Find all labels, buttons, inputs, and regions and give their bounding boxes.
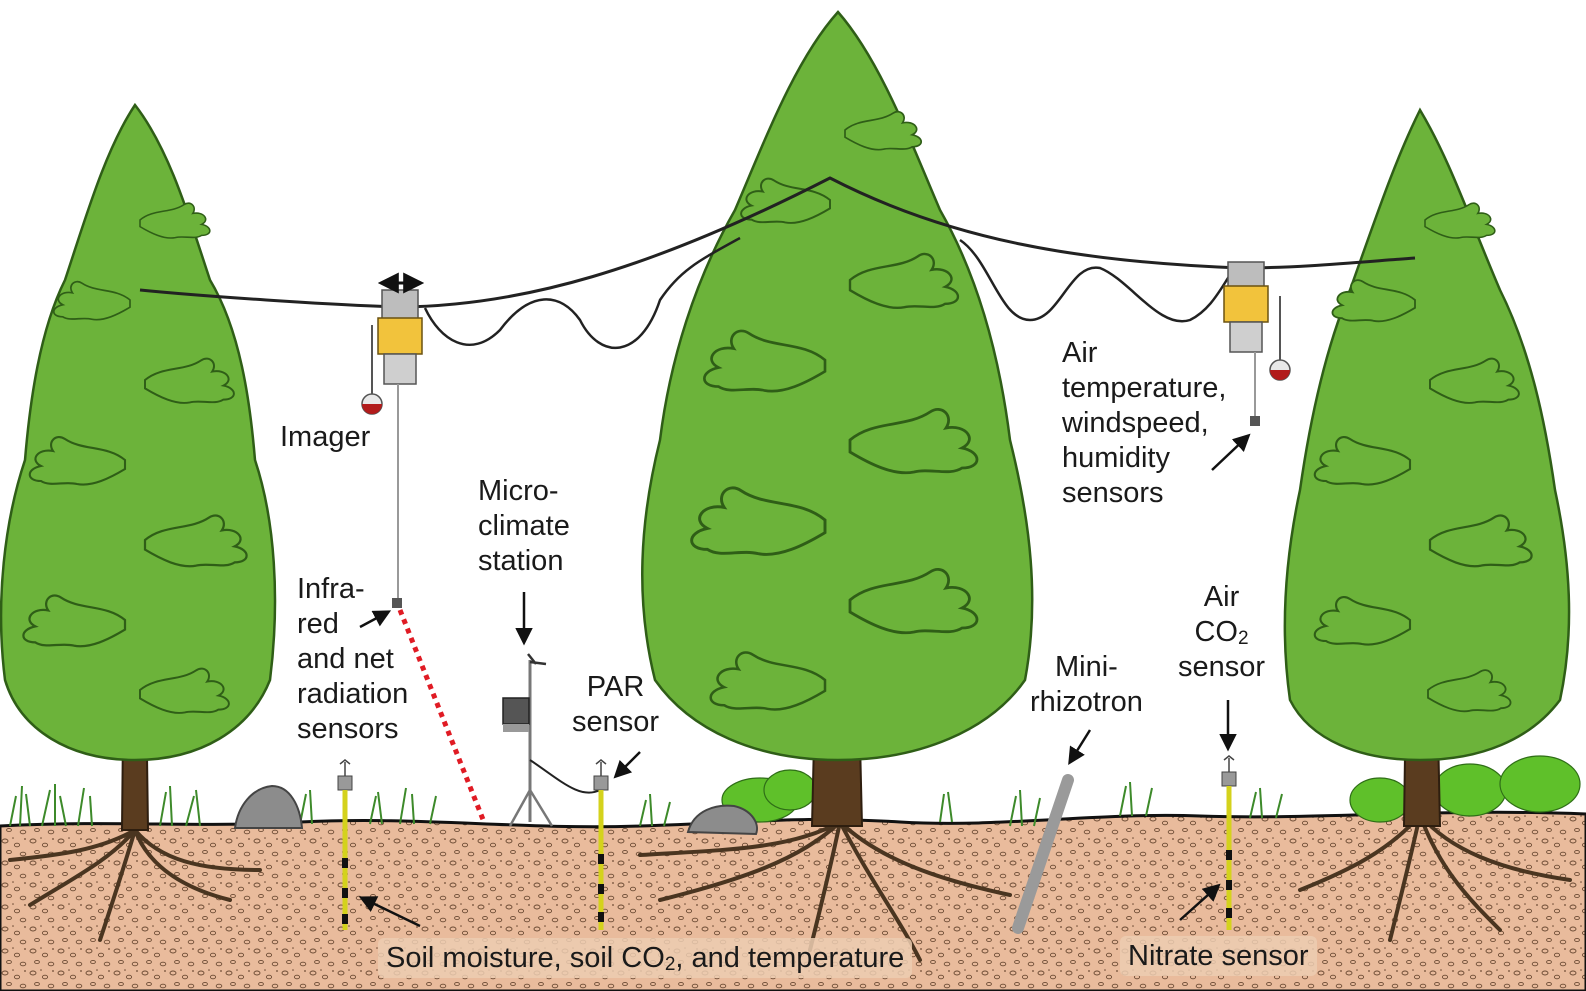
tree-icon	[1283, 107, 1571, 827]
nitrate-sensor-label: Nitrate sensor	[1120, 936, 1317, 976]
minirhizotron-label: Mini- rhizotron	[1030, 651, 1143, 718]
sensor-pole-icon	[337, 759, 353, 930]
air-co2-sensor-label: Air CO2 sensor	[1178, 581, 1266, 683]
laser-beam	[397, 609, 487, 823]
rock-icon	[233, 784, 304, 829]
rock-icon	[686, 804, 758, 836]
cable-icon	[959, 238, 1232, 323]
ground-vegetation	[9, 781, 1283, 827]
imager-label: Imager	[280, 421, 371, 453]
minirhizotron-tube	[1012, 774, 1074, 934]
soil-sensors-label: Soil moisture, soil CO2, and temperature	[378, 938, 913, 978]
tree-icon	[641, 10, 1034, 827]
sensor-pole-icon	[1221, 755, 1237, 930]
shrubs	[721, 755, 1581, 823]
par-sensor-label: PAR sensor	[572, 671, 660, 738]
microclimate-label: Micro- climate station	[478, 475, 570, 577]
infrared-label: Infra- red and net radiation sensors	[297, 573, 409, 745]
imager-device-icon	[1223, 261, 1291, 426]
air-temperature-label: Air temperature, windspeed, humidity sen…	[1062, 337, 1227, 509]
cable-icon	[423, 236, 741, 350]
imager-device-icon	[361, 289, 423, 608]
arrow-icon	[358, 433, 1251, 928]
weather-station-icon	[502, 653, 601, 827]
roots	[8, 813, 1572, 962]
tree-icon	[0, 102, 277, 831]
sensor-pole-icon	[593, 759, 609, 930]
